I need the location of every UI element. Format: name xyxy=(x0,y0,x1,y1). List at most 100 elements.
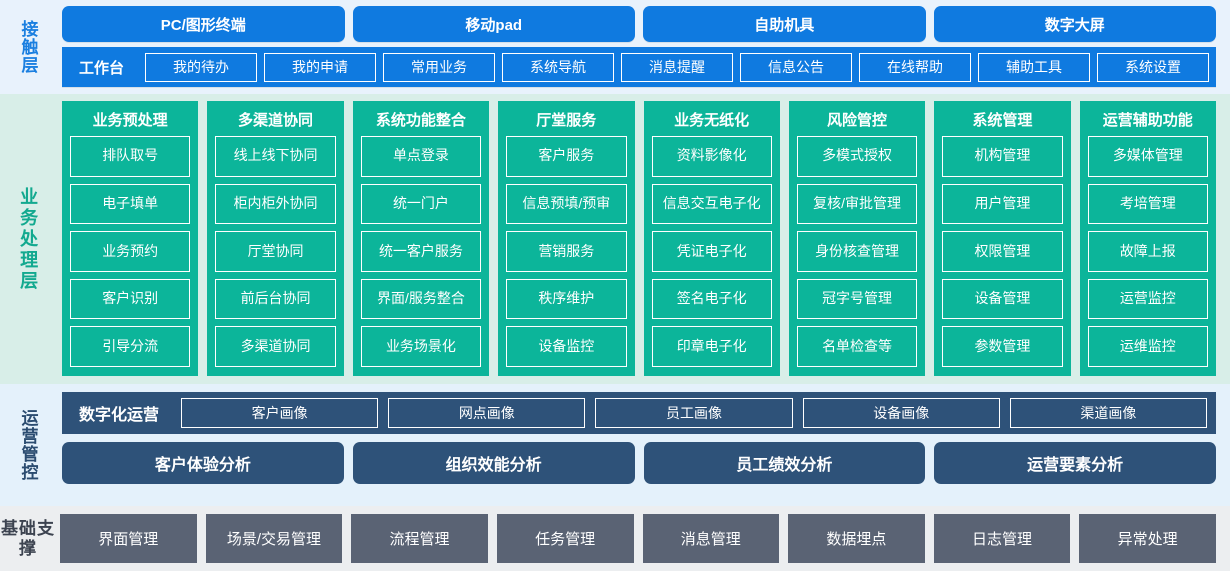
business-column-operation-support: 运营辅助功能 多媒体管理 考培管理 故障上报 运营监控 运维监控 xyxy=(1079,101,1216,376)
business-column-items: 排队取号 电子填单 业务预约 客户识别 引导分流 xyxy=(70,136,191,367)
business-item[interactable]: 客户识别 xyxy=(70,278,191,320)
base-button-log-management[interactable]: 日志管理 xyxy=(933,514,1071,563)
business-item[interactable]: 引导分流 xyxy=(70,326,191,367)
business-item[interactable]: 多模式授权 xyxy=(796,136,918,177)
portrait-chip-device[interactable]: 设备画像 xyxy=(802,398,1000,428)
business-item[interactable]: 秩序维护 xyxy=(506,278,627,320)
business-item[interactable]: 设备监控 xyxy=(506,326,627,367)
base-button-data-tracking[interactable]: 数据埋点 xyxy=(788,514,925,563)
business-item[interactable]: 统一客户服务 xyxy=(360,231,482,272)
business-item[interactable]: 机构管理 xyxy=(942,136,1063,177)
workbench-chip-system-settings[interactable]: 系统设置 xyxy=(1097,52,1210,82)
business-item[interactable]: 排队取号 xyxy=(70,136,191,177)
business-item[interactable]: 考培管理 xyxy=(1087,183,1208,225)
business-column-paperless: 业务无纸化 资料影像化 信息交互电子化 凭证电子化 签名电子化 印章电子化 xyxy=(643,101,780,376)
business-column-multichannel: 多渠道协同 线上线下协同 柜内柜外协同 厅堂协同 前后台协同 多渠道协同 xyxy=(207,101,344,376)
portrait-chip-employee[interactable]: 员工画像 xyxy=(595,398,793,428)
business-item[interactable]: 参数管理 xyxy=(942,326,1063,367)
workbench-chip-announcement[interactable]: 信息公告 xyxy=(740,52,853,82)
business-item[interactable]: 界面/服务整合 xyxy=(360,278,482,320)
channel-button-mobile-pad[interactable]: 移动pad xyxy=(352,6,635,42)
layer-business-label: 业务处理层 xyxy=(0,94,56,384)
business-item[interactable]: 资料影像化 xyxy=(651,136,772,177)
business-item[interactable]: 冠字号管理 xyxy=(796,278,918,320)
business-item[interactable]: 信息预填/预审 xyxy=(506,183,627,225)
business-item[interactable]: 多媒体管理 xyxy=(1087,136,1208,177)
workbench-chip-my-todo[interactable]: 我的待办 xyxy=(145,52,258,82)
business-column-items: 机构管理 用户管理 权限管理 设备管理 参数管理 xyxy=(942,136,1063,367)
base-button-task-management[interactable]: 任务管理 xyxy=(496,514,634,563)
business-item[interactable]: 业务场景化 xyxy=(360,326,482,367)
business-item[interactable]: 设备管理 xyxy=(942,278,1063,320)
business-item[interactable]: 厅堂协同 xyxy=(215,231,336,272)
layer-business-body: 业务预处理 排队取号 电子填单 业务预约 客户识别 引导分流 多渠道协同 线上线… xyxy=(56,94,1230,384)
workbench-chip-system-navigation[interactable]: 系统导航 xyxy=(502,52,615,82)
business-columns: 业务预处理 排队取号 电子填单 业务预约 客户识别 引导分流 多渠道协同 线上线… xyxy=(62,101,1216,376)
business-item[interactable]: 身份核查管理 xyxy=(796,231,918,272)
business-column-risk-control: 风险管控 多模式授权 复核/审批管理 身份核查管理 冠字号管理 名单检查等 xyxy=(788,101,926,376)
analysis-button-operation-factor[interactable]: 运营要素分析 xyxy=(934,442,1216,484)
business-item[interactable]: 权限管理 xyxy=(942,231,1063,272)
workbench-chip-message-reminder[interactable]: 消息提醒 xyxy=(621,52,734,82)
business-item[interactable]: 名单检查等 xyxy=(796,326,918,367)
business-item[interactable]: 复核/审批管理 xyxy=(796,183,918,225)
analysis-button-employee-performance[interactable]: 员工绩效分析 xyxy=(643,442,926,484)
base-button-ui-management[interactable]: 界面管理 xyxy=(60,514,197,563)
business-item[interactable]: 印章电子化 xyxy=(651,326,772,367)
business-column-title: 系统管理 xyxy=(972,111,1033,129)
business-item[interactable]: 统一门户 xyxy=(360,183,482,225)
business-item[interactable]: 客户服务 xyxy=(506,136,627,177)
workbench-chip-my-application[interactable]: 我的申请 xyxy=(264,52,377,82)
business-item[interactable]: 电子填单 xyxy=(70,183,191,225)
portrait-chip-branch[interactable]: 网点画像 xyxy=(388,398,586,428)
layer-contact: 接触层 PC/图形终端 移动pad 自助机具 数字大屏 工作台 我的待办 我的申… xyxy=(0,0,1230,94)
business-item[interactable]: 单点登录 xyxy=(360,136,482,177)
layer-operations-body: 数字化运营 客户画像 网点画像 员工画像 设备画像 渠道画像 客户体验分析 组织… xyxy=(56,384,1230,506)
portrait-chip-customer[interactable]: 客户画像 xyxy=(181,398,379,428)
business-item[interactable]: 运维监控 xyxy=(1087,326,1208,367)
workbench-chip-common-business[interactable]: 常用业务 xyxy=(383,52,496,82)
base-button-scene-transaction-management[interactable]: 场景/交易管理 xyxy=(205,514,343,563)
channel-button-digital-screen[interactable]: 数字大屏 xyxy=(933,6,1216,42)
business-column-items: 多媒体管理 考培管理 故障上报 运营监控 运维监控 xyxy=(1087,136,1208,367)
portrait-chip-channel[interactable]: 渠道画像 xyxy=(1009,398,1208,428)
business-column-system-management: 系统管理 机构管理 用户管理 权限管理 设备管理 参数管理 xyxy=(934,101,1071,376)
business-column-title: 多渠道协同 xyxy=(238,111,314,129)
channel-button-self-service[interactable]: 自助机具 xyxy=(643,6,926,42)
workbench-chip-auxiliary-tools[interactable]: 辅助工具 xyxy=(978,52,1091,82)
business-item[interactable]: 凭证电子化 xyxy=(651,231,772,272)
business-column-lobby-service: 厅堂服务 客户服务 信息预填/预审 营销服务 秩序维护 设备监控 xyxy=(498,101,635,376)
business-column-items: 资料影像化 信息交互电子化 凭证电子化 签名电子化 印章电子化 xyxy=(651,136,772,367)
business-column-items: 线上线下协同 柜内柜外协同 厅堂协同 前后台协同 多渠道协同 xyxy=(215,136,336,367)
operations-analysis-row: 客户体验分析 组织效能分析 员工绩效分析 运营要素分析 xyxy=(62,442,1216,484)
business-item[interactable]: 前后台协同 xyxy=(215,278,336,320)
business-item[interactable]: 柜内柜外协同 xyxy=(215,183,336,225)
base-button-exception-handling[interactable]: 异常处理 xyxy=(1079,514,1216,563)
layer-operations-label: 运营管控 xyxy=(0,384,56,506)
base-button-message-management[interactable]: 消息管理 xyxy=(642,514,780,563)
base-button-process-management[interactable]: 流程管理 xyxy=(351,514,488,563)
business-item[interactable]: 信息交互电子化 xyxy=(651,183,772,225)
business-column-items: 多模式授权 复核/审批管理 身份核查管理 冠字号管理 名单检查等 xyxy=(796,136,918,367)
analysis-button-organization-efficiency[interactable]: 组织效能分析 xyxy=(352,442,635,484)
business-item[interactable]: 签名电子化 xyxy=(651,278,772,320)
business-item[interactable]: 运营监控 xyxy=(1087,278,1208,320)
business-item[interactable]: 业务预约 xyxy=(70,231,191,272)
business-item[interactable]: 多渠道协同 xyxy=(215,326,336,367)
business-item[interactable]: 用户管理 xyxy=(942,183,1063,225)
business-column-items: 单点登录 统一门户 统一客户服务 界面/服务整合 业务场景化 xyxy=(360,136,482,367)
channel-row: PC/图形终端 移动pad 自助机具 数字大屏 xyxy=(62,6,1216,42)
business-item[interactable]: 故障上报 xyxy=(1087,231,1208,272)
workbench-chip-online-help[interactable]: 在线帮助 xyxy=(859,52,972,82)
channel-button-pc[interactable]: PC/图形终端 xyxy=(62,6,345,42)
layer-base-support: 基础支撑 界面管理 场景/交易管理 流程管理 任务管理 消息管理 数据埋点 日志… xyxy=(0,506,1230,571)
analysis-button-customer-experience[interactable]: 客户体验分析 xyxy=(62,442,344,484)
business-column-system-integration: 系统功能整合 单点登录 统一门户 统一客户服务 界面/服务整合 业务场景化 xyxy=(352,101,490,376)
workbench-bar: 工作台 我的待办 我的申请 常用业务 系统导航 消息提醒 信息公告 在线帮助 辅… xyxy=(62,47,1216,87)
business-item[interactable]: 线上线下协同 xyxy=(215,136,336,177)
layer-business: 业务处理层 业务预处理 排队取号 电子填单 业务预约 客户识别 引导分流 多渠道… xyxy=(0,94,1230,384)
digital-operations-bar: 数字化运营 客户画像 网点画像 员工画像 设备画像 渠道画像 xyxy=(62,392,1216,434)
business-item[interactable]: 营销服务 xyxy=(506,231,627,272)
layer-base-support-label: 基础支撑 xyxy=(0,506,56,571)
